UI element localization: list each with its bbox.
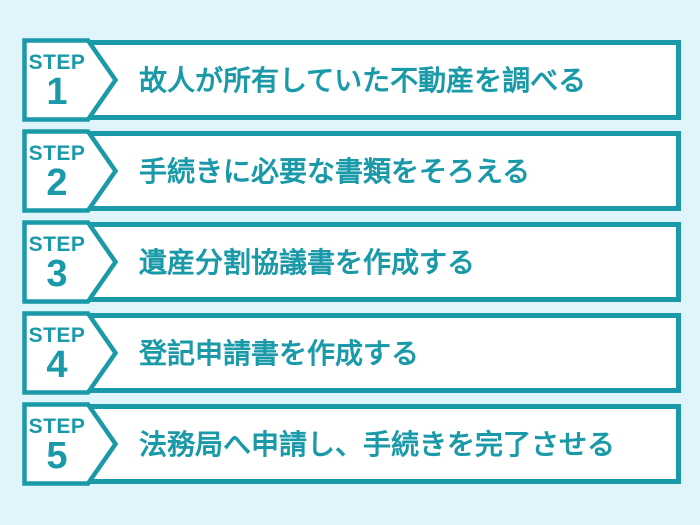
step-badge-caption: STEP 4 [22,311,92,396]
arrow-pentagon-icon [22,311,119,395]
step-label: STEP [28,51,86,74]
step-description: 法務局へ申請し、手続きを完了させる [139,428,616,460]
step-description: 故人が所有していた不動産を調べる [139,64,587,96]
step-badge-5: STEP 5 [22,402,119,486]
arrow-pentagon-icon [22,38,119,122]
step-label: STEP [28,142,86,165]
step-badge-3: STEP 3 [22,220,119,304]
step-description: 手続きに必要な書類をそろえる [139,155,531,187]
step-badge-caption: STEP 2 [22,129,92,214]
step-number: 3 [46,253,68,295]
step-box-1: 故人が所有していた不動産を調べる [88,40,681,120]
step-badge-2: STEP 2 [22,129,119,213]
step-badge-caption: STEP 5 [22,402,92,487]
step-row-5: 法務局へ申請し、手続きを完了させる STEP 5 [0,402,700,486]
step-row-4: 登記申請書を作成する STEP 4 [0,311,700,395]
step-number: 2 [46,162,68,204]
step-row-1: 故人が所有していた不動産を調べる STEP 1 [0,38,700,122]
step-label: STEP [28,415,86,438]
step-number: 4 [46,344,68,386]
step-label: STEP [28,324,86,347]
step-label: STEP [28,233,86,256]
step-description: 遺産分割協議書を作成する [139,246,476,278]
arrow-pentagon-icon [22,220,119,304]
step-rows: 故人が所有していた不動産を調べる STEP 1 手続きに必要な書類をそろえる [0,38,700,493]
arrow-pentagon-icon [22,402,119,486]
arrow-pentagon-icon [22,129,119,213]
step-number: 1 [46,71,68,113]
step-description: 登記申請書を作成する [139,337,420,369]
step-badge-4: STEP 4 [22,311,119,395]
step-badge-caption: STEP 1 [22,38,92,123]
step-row-3: 遺産分割協議書を作成する STEP 3 [0,220,700,304]
step-badge-1: STEP 1 [22,38,119,122]
step-badge-caption: STEP 3 [22,220,92,305]
step-box-3: 遺産分割協議書を作成する [88,222,681,302]
step-number: 5 [46,435,68,477]
step-box-4: 登記申請書を作成する [88,313,681,393]
step-box-5: 法務局へ申請し、手続きを完了させる [88,404,681,484]
step-row-2: 手続きに必要な書類をそろえる STEP 2 [0,129,700,213]
step-box-2: 手続きに必要な書類をそろえる [88,131,681,211]
